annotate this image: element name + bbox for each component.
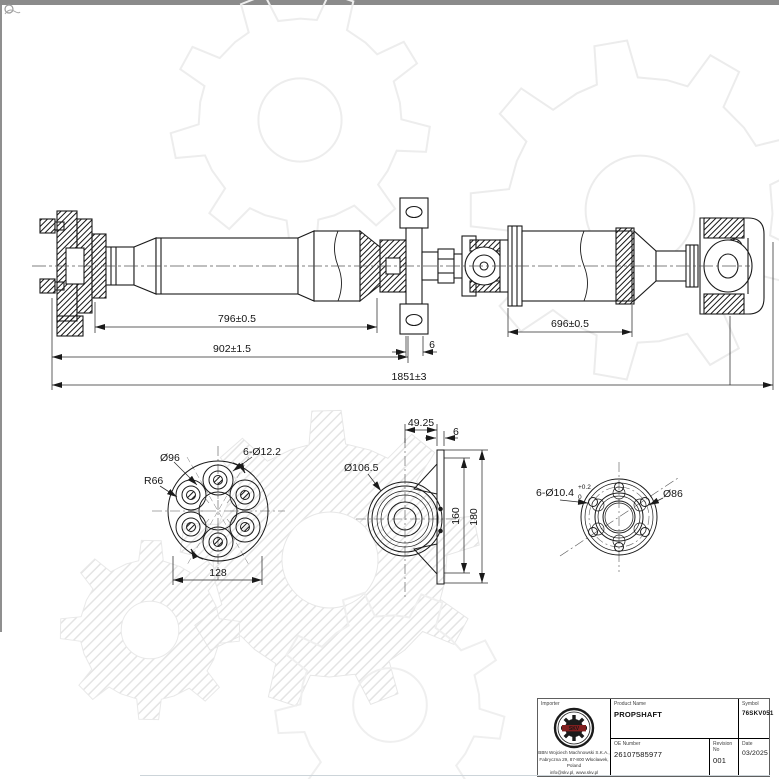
importer-address-line3: info@skv.pl, www.skv.pl <box>549 770 599 775</box>
dim-796-label: 796±0.5 <box>218 313 256 325</box>
scan-edge-left <box>0 5 2 632</box>
cv-flange-bolt-holes <box>588 482 650 552</box>
title-block: Importer <box>537 698 774 777</box>
cv-flange-leaders <box>559 497 664 506</box>
importer-address-line2: Fabryczna 29, 87-800 Włocławek, Poland <box>539 757 609 768</box>
bearing-dia-label: Ø106.5 <box>344 462 379 474</box>
date-cell: Date 03/2025 <box>739 739 769 776</box>
cv-flange-dia-label: Ø86 <box>663 488 683 500</box>
date-value: 03/2025 <box>742 750 768 757</box>
product-name-value: PROPSHAFT <box>614 710 663 719</box>
bearing-offset-label: 49.25 <box>408 417 434 429</box>
oe-number-label: OE Number <box>614 741 641 747</box>
importer-cell: Importer <box>538 699 611 776</box>
corner-artifact-icon <box>4 4 21 15</box>
logo-text: SKV <box>569 726 580 732</box>
revision-cell: Revision No 001 <box>710 739 739 776</box>
oe-number-value: 26107585977 <box>614 750 663 759</box>
dim-6-label: 6 <box>429 339 435 351</box>
date-label: Date <box>742 741 753 747</box>
main-view-dimensions <box>51 242 774 390</box>
revision-label: Revision No <box>713 741 733 753</box>
flex-disc-view <box>152 446 285 585</box>
importer-label: Importer <box>541 701 560 707</box>
watermark-gear-icon <box>469 39 779 381</box>
product-name-label: Product Name <box>614 701 646 707</box>
propshaft-side-view <box>32 197 765 337</box>
flex-disc-width-label: 128 <box>209 567 227 579</box>
bore-serrations <box>200 493 236 529</box>
flex-disc-dimensions <box>159 456 263 585</box>
flex-disc-holes-label: 6-Ø12.2 <box>243 446 281 458</box>
cv-flange-view <box>559 462 679 572</box>
bearing-dimensions <box>367 424 488 584</box>
watermark-gear-icon <box>169 0 431 251</box>
product-name-cell: Product Name PROPSHAFT <box>611 699 739 739</box>
dim-696-label: 696±0.5 <box>551 318 589 330</box>
symbol-cell: Symbol 76SKV051 <box>739 699 774 739</box>
flex-disc-dia-label: Ø96 <box>160 452 180 464</box>
flex-disc-radius-label: R66 <box>144 475 163 487</box>
importer-address-line1: BBN Wojciech Machnowski S.K.A., <box>538 750 610 755</box>
skv-logo: SKV <box>553 707 595 749</box>
watermark-gear-icon <box>274 591 506 779</box>
cv-flange-scallops <box>591 486 647 548</box>
centre-bearing-view <box>356 424 488 598</box>
page-bottom-rule <box>140 775 770 776</box>
cv-flange-holes-label: 6-Ø10.4 <box>536 487 574 499</box>
watermark-layer <box>59 0 779 779</box>
scan-edge-top <box>0 0 779 5</box>
cv-flange-tol-lower: 0 <box>578 494 582 501</box>
cv-flange-tol-upper: +0.2 <box>578 484 591 491</box>
bearing-h160-label: 160 <box>450 507 462 525</box>
dim-1851-label: 1851±3 <box>392 371 427 383</box>
dim-902-label: 902±1.5 <box>213 343 251 355</box>
bearing-thk-label: 6 <box>453 426 459 438</box>
symbol-label: Symbol <box>742 701 759 707</box>
revision-value: 001 <box>713 756 727 765</box>
bearing-h180-label: 180 <box>468 508 480 526</box>
front-flange <box>39 210 107 337</box>
watermark-gear-icon <box>179 409 480 707</box>
symbol-value: 76SKV051 <box>742 710 774 717</box>
oe-number-cell: OE Number 26107585977 <box>611 739 710 776</box>
